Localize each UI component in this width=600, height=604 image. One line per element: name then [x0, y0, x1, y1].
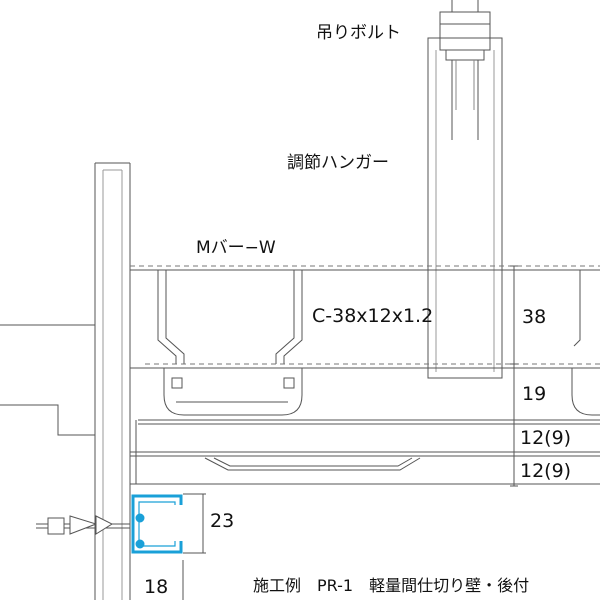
dim-18-line [129, 560, 184, 600]
c-channel-label: C-38x12x1.2 [312, 305, 434, 327]
existing-wall-step [0, 404, 95, 436]
dimension-line [510, 265, 518, 487]
dim-12-9-bottom-label: 12(9) [520, 460, 572, 482]
dim-23-line [183, 493, 206, 554]
dim-18-label: 18 [144, 576, 169, 598]
c-channel-right [275, 270, 303, 364]
dim-12-9-top-label: 12(9) [520, 427, 572, 449]
hanger-bolt [439, 0, 491, 140]
runner-channel [131, 494, 183, 554]
partition-wall [94, 162, 131, 600]
c-channel-left [157, 270, 185, 364]
dim-23-label: 23 [210, 510, 235, 532]
dim-19-label: 19 [522, 383, 547, 405]
mounting-bracket [204, 457, 421, 471]
dim-38-label: 38 [522, 306, 547, 328]
adjust-hanger-label: 調節ハンガー [287, 153, 389, 173]
m-bar-profile [163, 368, 303, 416]
adjust-hanger [427, 37, 503, 379]
m-bar-label: Mバー−W [196, 238, 276, 258]
hanger-bolt-label: 吊りボルト [316, 23, 401, 43]
anchor-screw [36, 515, 130, 535]
caption: 施工例 PR-1 軽量間仕切り壁・後付 [253, 576, 530, 595]
